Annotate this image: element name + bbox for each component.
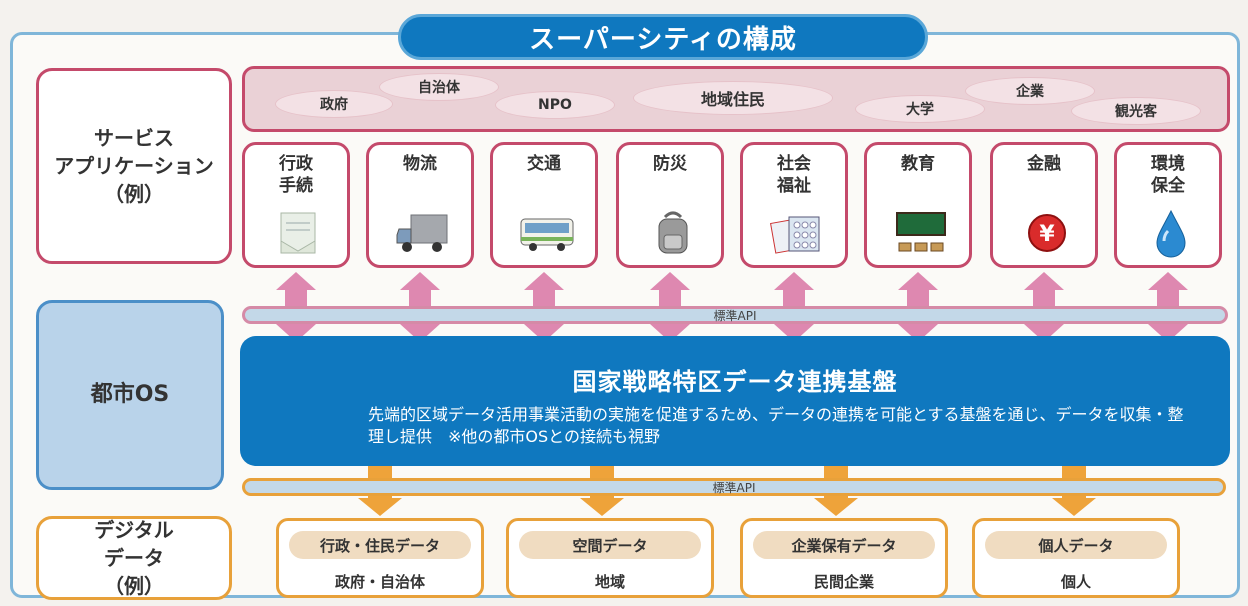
blackboard-icon <box>896 212 946 252</box>
bus-icon <box>520 218 574 251</box>
document-icon <box>280 212 316 254</box>
stakeholder-company: 企業 <box>965 77 1095 105</box>
data-label: 個人データ <box>985 531 1167 559</box>
stakeholder-government: 政府 <box>275 90 393 118</box>
service-finance: 金融 ¥ <box>990 142 1098 268</box>
data-label: 企業保有データ <box>753 531 935 559</box>
data-source: 政府・自治体 <box>334 573 425 591</box>
water-drop-icon <box>1156 209 1186 258</box>
service-label: 物流 <box>403 154 437 174</box>
service-education: 教育 <box>864 142 972 268</box>
service-label: 防災 <box>653 154 687 174</box>
service-logistics: 物流 <box>366 142 474 268</box>
city-os-label: 都市OS <box>36 300 224 490</box>
service-label: 行政 手続 <box>279 154 313 196</box>
platform-title: 国家戦略特区データ連携基盤 <box>572 368 898 396</box>
stakeholder-municipality: 自治体 <box>379 73 499 101</box>
data-corporate: 企業保有データ 民間企業 <box>740 518 948 598</box>
data-source: 個人 <box>1060 573 1091 591</box>
service-disaster-prevention: 防災 <box>616 142 724 268</box>
yen-icon: ¥ <box>1028 214 1066 252</box>
data-label: 行政・住民データ <box>289 531 471 559</box>
backpack-icon <box>658 211 688 254</box>
standard-api-top: 標準API <box>242 306 1228 324</box>
data-admin-residents: 行政・住民データ 政府・自治体 <box>276 518 484 598</box>
medicine-icon <box>770 216 820 254</box>
service-label: 環境 保全 <box>1151 154 1185 196</box>
service-social-welfare: 社会 福祉 <box>740 142 848 268</box>
service-label: 教育 <box>901 154 935 174</box>
data-source: 地域 <box>594 573 625 591</box>
svg-text:¥: ¥ <box>1039 222 1055 247</box>
stakeholder-university: 大学 <box>855 95 985 123</box>
data-source: 民間企業 <box>813 573 874 591</box>
data-spatial: 空間データ 地域 <box>506 518 714 598</box>
digital-data-label: デジタル データ （例） <box>36 516 232 600</box>
service-label: 社会 福祉 <box>777 154 811 196</box>
service-label: 交通 <box>527 154 561 174</box>
data-platform: 国家戦略特区データ連携基盤 先端的区域データ活用事業活動の実施を促進するため、デ… <box>240 336 1230 466</box>
standard-api-bottom: 標準API <box>242 478 1226 496</box>
service-environment: 環境 保全 <box>1114 142 1222 268</box>
stakeholder-local-residents: 地域住民 <box>633 81 833 115</box>
stakeholder-npo: NPO <box>495 91 615 119</box>
service-admin-procedures: 行政 手続 <box>242 142 350 268</box>
service-application-label: サービス アプリケーション （例） <box>36 68 232 264</box>
data-label: 空間データ <box>519 531 701 559</box>
service-label: 金融 <box>1027 154 1061 174</box>
service-transport: 交通 <box>490 142 598 268</box>
data-personal: 個人データ 個人 <box>972 518 1180 598</box>
stakeholder-tourists: 観光客 <box>1071 97 1201 125</box>
diagram-title: スーパーシティの構成 <box>398 14 928 60</box>
stakeholders-band: 政府 自治体 NPO 地域住民 大学 企業 観光客 <box>242 66 1230 132</box>
platform-description: 先端的区域データ活用事業活動の実施を促進するため、データの連携を可能とする基盤を… <box>368 405 1184 446</box>
truck-icon <box>396 214 448 252</box>
